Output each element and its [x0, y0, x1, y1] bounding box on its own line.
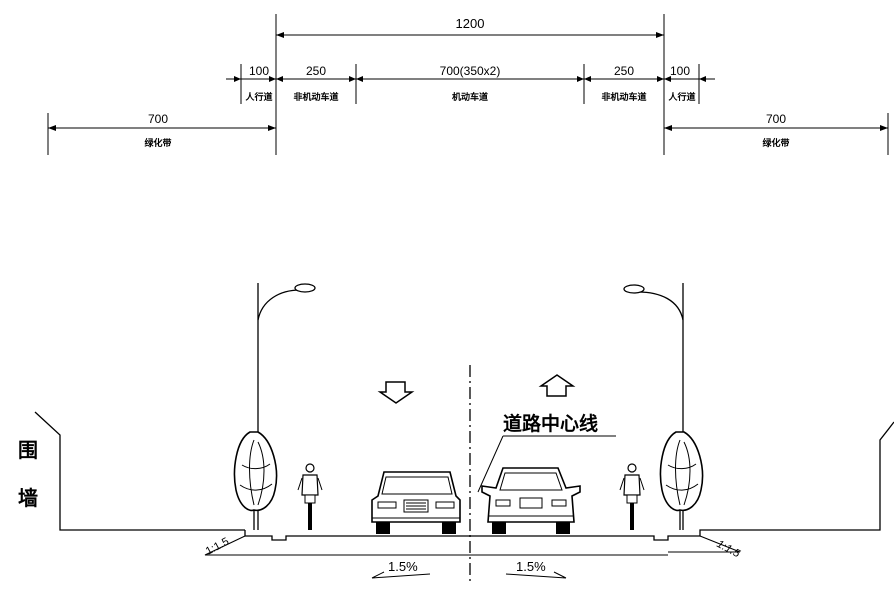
- left-crossfall-value: 1.5%: [388, 559, 418, 574]
- motor-lanes-width: 700(350x2): [440, 64, 501, 78]
- left-sidewalk-label: 人行道: [244, 91, 272, 103]
- arrow-down-icon: [377, 381, 415, 404]
- right-bike-lane-width: 250: [614, 64, 634, 78]
- right-crossfall: 1.5%: [505, 559, 567, 579]
- left-sidewalk-width: 100: [249, 64, 269, 78]
- ground-profile: [34, 411, 894, 556]
- motor-lanes-label: 机动车道: [452, 91, 488, 103]
- right-sidewalk-width: 100: [670, 64, 690, 78]
- total-width-dimension: 1200: [275, 14, 665, 155]
- wall-label-char-2: 墙: [18, 486, 38, 510]
- left-crossfall: 1.5%: [371, 559, 431, 579]
- wall-label-char-1: 围: [18, 438, 38, 462]
- right-side-slope: 1:1.5: [715, 538, 743, 560]
- arrow-up-icon: [538, 374, 576, 397]
- right-green-belt-width: 700: [766, 112, 786, 126]
- left-green-belt-width: 700: [148, 112, 168, 126]
- green-belt-dimensions: 700 绿化带 700 绿化带: [47, 112, 889, 155]
- right-car-icon: [481, 467, 581, 534]
- left-bike-lane-width: 250: [306, 64, 326, 78]
- centerline-label: 道路中心线: [503, 412, 598, 435]
- right-cyclist-icon: [619, 463, 645, 530]
- left-side-slope: 1:1.5: [204, 536, 231, 558]
- right-tree: [659, 431, 704, 530]
- left-tree: [233, 431, 278, 530]
- right-sidewalk-label: 人行道: [667, 91, 695, 103]
- left-car-icon: [371, 471, 461, 534]
- left-bike-lane-label: 非机动车道: [293, 91, 338, 103]
- right-bike-lane-label: 非机动车道: [601, 91, 646, 103]
- left-cyclist-icon: [297, 463, 323, 530]
- lane-width-dimensions: 100 250 700(350x2) 250 100 人行道 非机动车道 机动车…: [226, 64, 715, 104]
- right-green-belt-label: 绿化带: [762, 137, 789, 149]
- left-green-belt-label: 绿化带: [144, 137, 171, 149]
- total-width-value: 1200: [456, 16, 485, 31]
- right-crossfall-value: 1.5%: [516, 559, 546, 574]
